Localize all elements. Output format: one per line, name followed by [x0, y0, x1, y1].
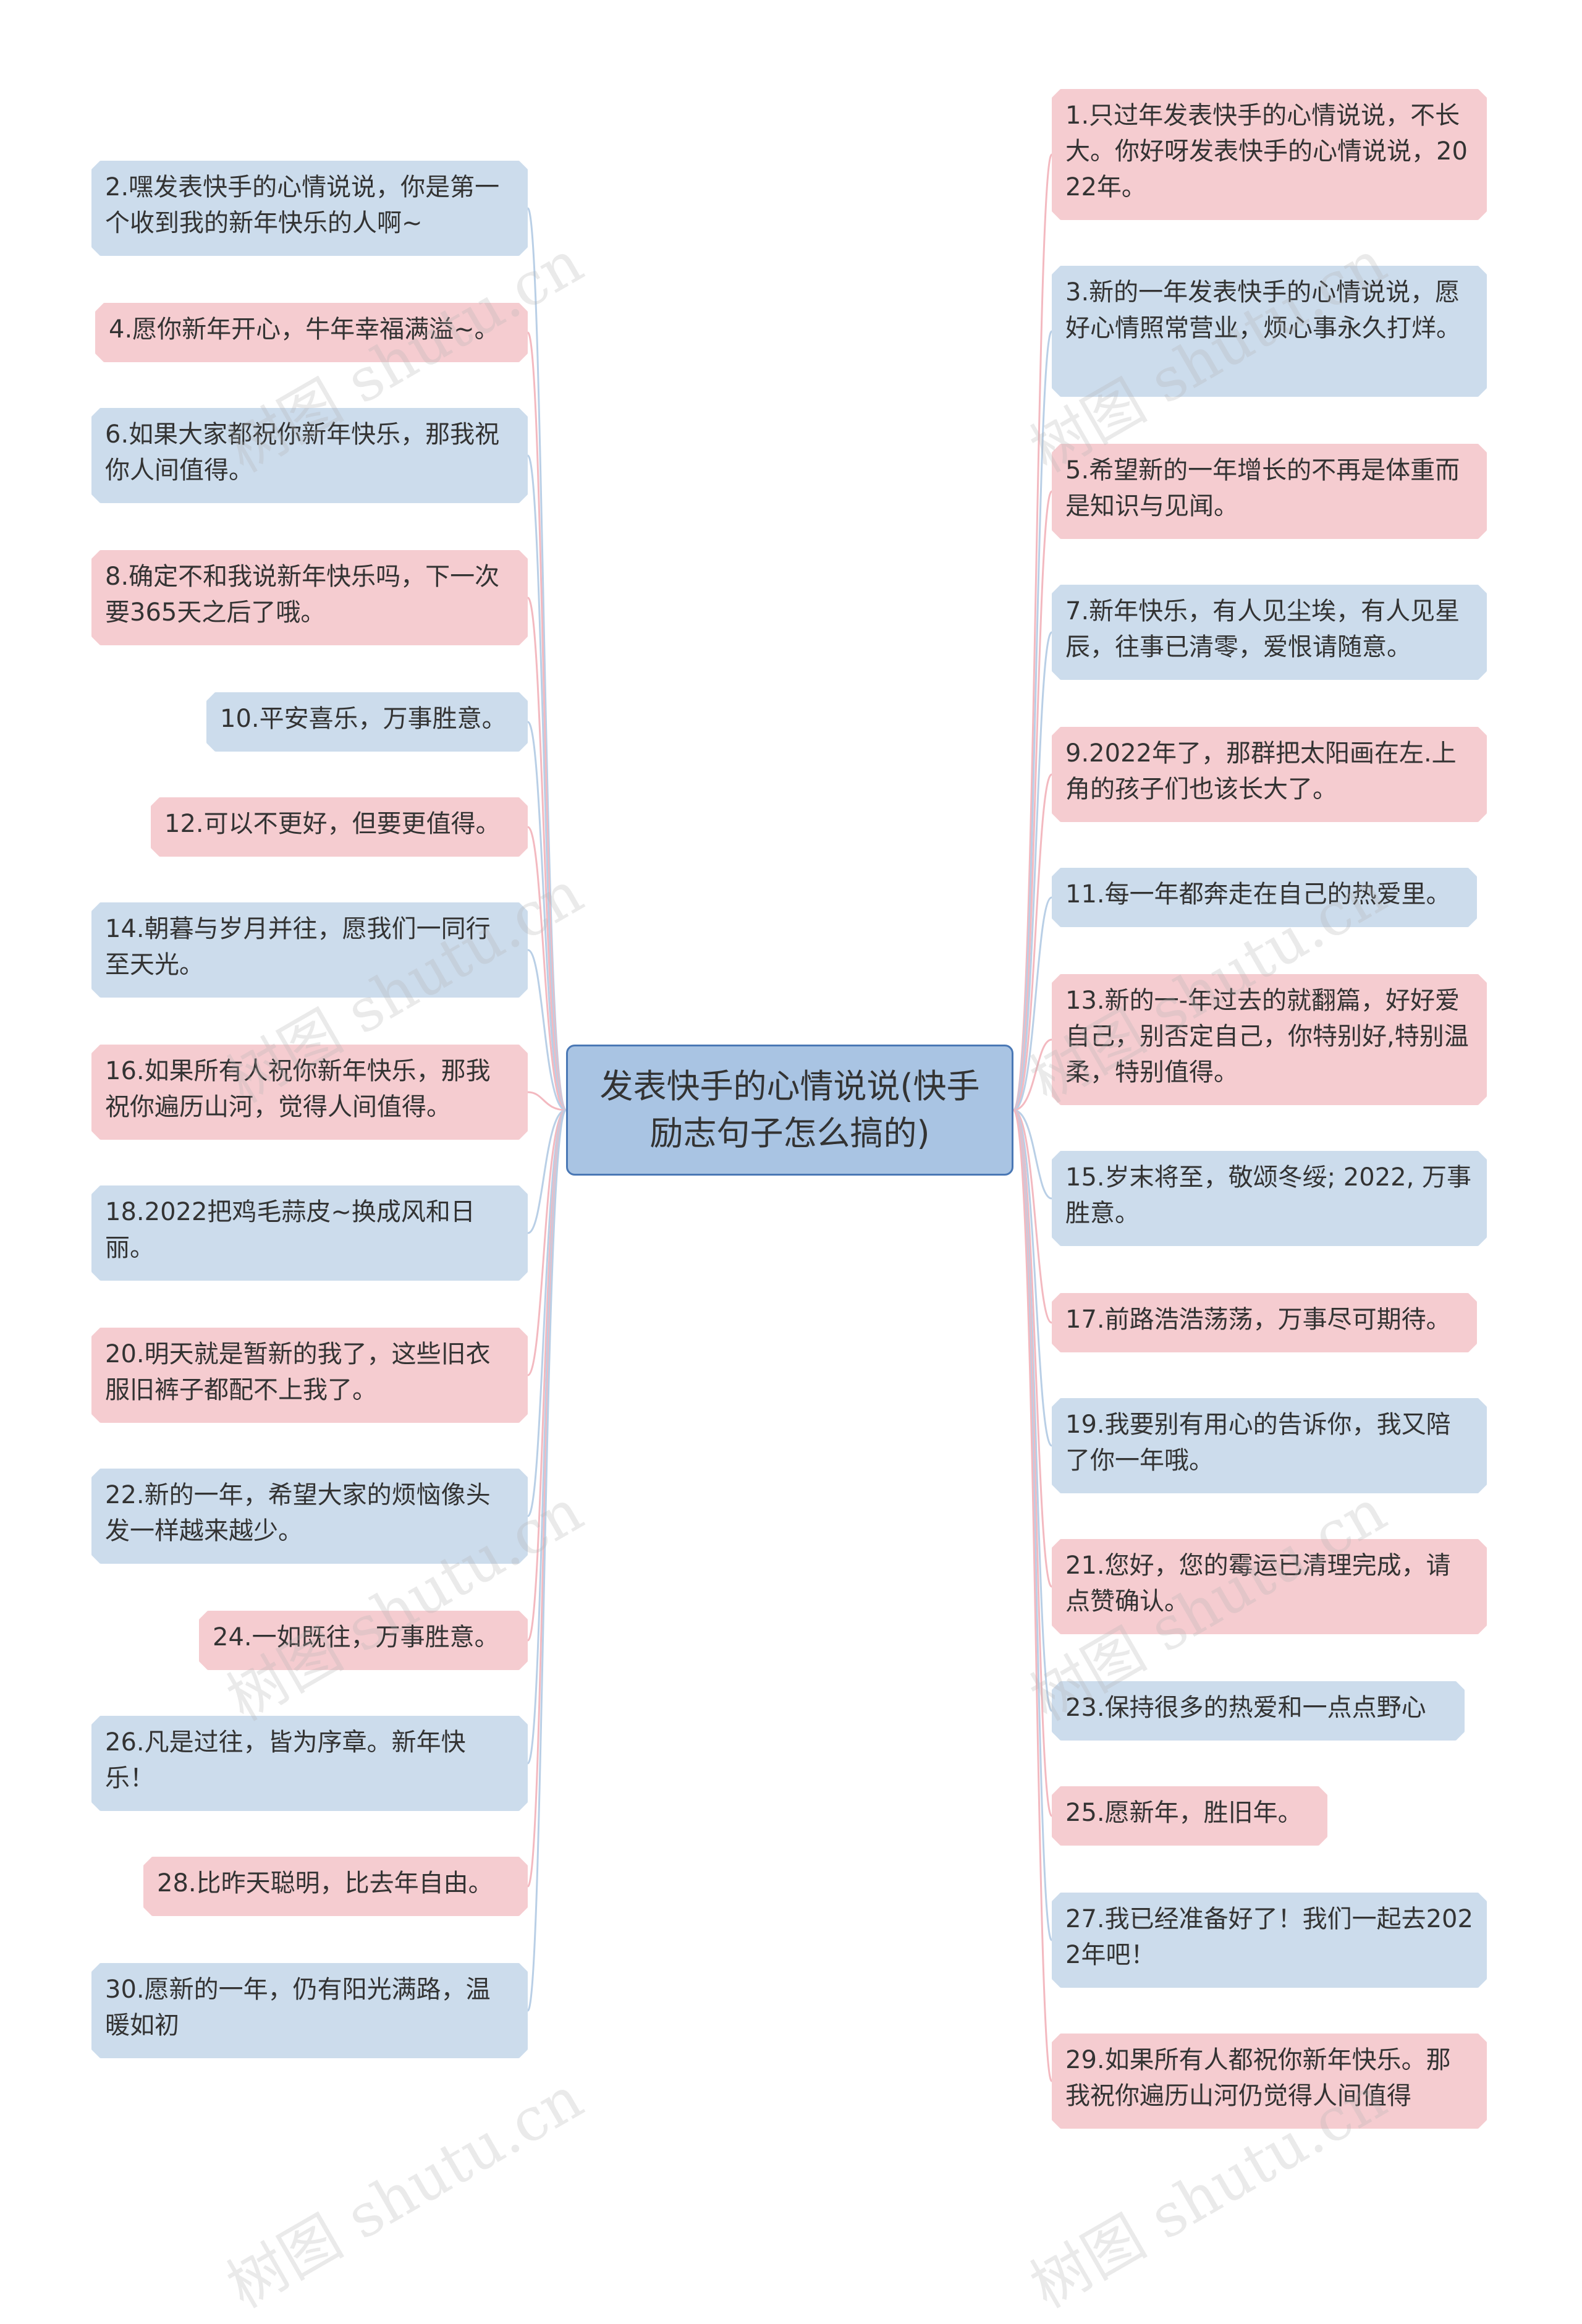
central-topic-label: 发表快手的心情说说(快手励志句子怎么搞的) — [599, 1067, 980, 1153]
left-connector — [527, 1091, 567, 1111]
left-connector — [527, 721, 567, 1111]
left-node-label: 4.愿你新年开心，牛年幸福满溢~。 — [109, 315, 499, 344]
left-node-10[interactable]: 20.明天就是暂新的我了，这些旧衣服旧裤子都配不上我了。 — [91, 1328, 528, 1423]
right-node-8[interactable]: 15.岁末将至，敬颂冬绥; 2022, 万事胜意。 — [1052, 1151, 1487, 1246]
right-node-4[interactable]: 7.新年快乐，有人见尘埃，有人见星辰，往事已清零，爱恨请随意。 — [1052, 585, 1487, 680]
left-node-label: 16.如果所有人祝你新年快乐，那我祝你遍历山河，觉得人间值得。 — [105, 1057, 491, 1121]
right-node-label: 29.如果所有人都祝你新年快乐。那我祝你遍历山河仍觉得人间值得 — [1065, 2046, 1451, 2110]
right-node-2[interactable]: 3.新的一年发表快手的心情说说，愿好心情照常营业，烦心事永久打烊。 — [1052, 266, 1487, 397]
right-connector — [1013, 1109, 1052, 1200]
left-node-15[interactable]: 30.愿新的一年，仍有阳光满路，温暖如初 — [91, 1963, 528, 2058]
right-connector — [1013, 896, 1052, 1111]
right-connector — [1013, 1109, 1052, 1324]
left-node-5[interactable]: 10.平安喜乐，万事胜意。 — [206, 692, 528, 752]
left-node-14[interactable]: 28.比昨天聪明，比去年自由。 — [143, 1857, 528, 1916]
left-node-label: 18.2022把鸡毛蒜皮~换成风和日丽。 — [105, 1198, 475, 1262]
right-node-13[interactable]: 25.愿新年，胜旧年。 — [1052, 1786, 1327, 1846]
right-node-label: 9.2022年了，那群把太阳画在左.上角的孩子们也该长大了。 — [1065, 739, 1457, 804]
left-node-label: 14.朝暮与岁月并往，愿我们一同行至天光。 — [105, 915, 491, 979]
right-node-1[interactable]: 1.只过年发表快手的心情说说，不长大。你好呀发表快手的心情说说，2022年。 — [1052, 89, 1487, 220]
left-node-7[interactable]: 14.朝暮与岁月并往，愿我们一同行至天光。 — [91, 902, 528, 998]
left-node-3[interactable]: 6.如果大家都祝你新年快乐，那我祝你人间值得。 — [91, 408, 528, 503]
right-node-15[interactable]: 29.如果所有人都祝你新年快乐。那我祝你遍历山河仍觉得人间值得 — [1052, 2034, 1487, 2129]
right-node-label: 13.新的一-年过去的就翻篇，好好爱自己，别否定自己，你特别好,特别温柔，特别值… — [1065, 986, 1469, 1087]
left-node-13[interactable]: 26.凡是过往，皆为序章。新年快乐！ — [91, 1716, 528, 1811]
right-node-label: 19.我要别有用心的告诉你，我又陪了你一年哦。 — [1065, 1410, 1451, 1475]
left-node-6[interactable]: 12.可以不更好，但要更值得。 — [151, 797, 528, 857]
central-topic[interactable]: 发表快手的心情说说(快手励志句子怎么搞的) — [566, 1045, 1013, 1176]
left-connector — [527, 826, 567, 1111]
right-node-label: 17.前路浩浩荡荡，万事尽可期待。 — [1065, 1305, 1451, 1334]
left-connector — [527, 1109, 567, 1234]
left-node-label: 20.明天就是暂新的我了，这些旧衣服旧裤子都配不上我了。 — [105, 1340, 491, 1404]
left-connector — [527, 1109, 567, 1376]
right-connector — [1013, 1109, 1053, 1447]
left-node-label: 6.如果大家都祝你新年快乐，那我祝你人间值得。 — [105, 420, 500, 485]
right-node-10[interactable]: 19.我要别有用心的告诉你，我又陪了你一年哦。 — [1052, 1398, 1487, 1493]
right-node-label: 5.希望新的一年增长的不再是体重而是知识与见闻。 — [1065, 456, 1460, 520]
left-node-4[interactable]: 8.确定不和我说新年快乐吗，下一次要365天之后了哦。 — [91, 550, 528, 645]
right-node-9[interactable]: 17.前路浩浩荡荡，万事尽可期待。 — [1052, 1293, 1477, 1352]
left-node-label: 10.平安喜乐，万事胜意。 — [220, 705, 507, 733]
right-node-12[interactable]: 23.保持很多的热爱和一点点野心 — [1052, 1681, 1465, 1741]
left-connector — [527, 454, 567, 1111]
right-node-label: 11.每一年都奔走在自己的热爱里。 — [1065, 880, 1451, 909]
right-node-label: 15.岁末将至，敬颂冬绥; 2022, 万事胜意。 — [1065, 1163, 1472, 1228]
left-node-label: 24.一如既往，万事胜意。 — [213, 1623, 499, 1652]
right-node-label: 21.您好，您的霉运已清理完成，请点赞确认。 — [1065, 1551, 1451, 1616]
right-node-14[interactable]: 27.我已经准备好了！我们一起去2022年吧！ — [1052, 1893, 1487, 1988]
left-connector — [527, 1109, 567, 2012]
left-node-2[interactable]: 4.愿你新年开心，牛年幸福满溢~。 — [95, 303, 528, 362]
right-node-label: 1.只过年发表快手的心情说说，不长大。你好呀发表快手的心情说说，2022年。 — [1065, 101, 1468, 201]
right-node-11[interactable]: 21.您好，您的霉运已清理完成，请点赞确认。 — [1052, 1539, 1487, 1634]
left-node-11[interactable]: 22.新的一年，希望大家的烦恼像头发一样越来越少。 — [91, 1469, 528, 1564]
right-node-3[interactable]: 5.希望新的一年增长的不再是体重而是知识与见闻。 — [1052, 444, 1487, 539]
left-node-9[interactable]: 18.2022把鸡毛蒜皮~换成风和日丽。 — [91, 1185, 528, 1281]
right-node-label: 7.新年快乐，有人见尘埃，有人见星辰，往事已清零，爱恨请随意。 — [1065, 597, 1460, 661]
right-connector — [1012, 1109, 1053, 2082]
left-node-label: 30.愿新的一年，仍有阳光满路，温暖如初 — [105, 1975, 491, 2040]
left-node-12[interactable]: 24.一如既往，万事胜意。 — [199, 1611, 528, 1670]
right-connector — [1012, 330, 1053, 1111]
left-connector — [527, 949, 567, 1111]
connector-lines — [527, 153, 1053, 2082]
right-node-7[interactable]: 13.新的一-年过去的就翻篇，好好爱自己，别否定自己，你特别好,特别温柔，特别值… — [1052, 974, 1487, 1105]
left-node-label: 12.可以不更好，但要更值得。 — [164, 810, 501, 838]
right-node-label: 27.我已经准备好了！我们一起去2022年吧！ — [1065, 1905, 1473, 1969]
left-node-label: 26.凡是过往，皆为序章。新年快乐！ — [105, 1728, 466, 1792]
right-connector — [1012, 490, 1053, 1111]
left-node-label: 22.新的一年，希望大家的烦恼像头发一样越来越少。 — [105, 1481, 491, 1545]
right-connector — [1013, 631, 1053, 1111]
right-node-5[interactable]: 9.2022年了，那群把太阳画在左.上角的孩子们也该长大了。 — [1052, 727, 1487, 822]
right-node-label: 3.新的一年发表快手的心情说说，愿好心情照常营业，烦心事永久打烊。 — [1065, 278, 1461, 342]
right-node-6[interactable]: 11.每一年都奔走在自己的热爱里。 — [1052, 868, 1477, 927]
right-node-label: 23.保持很多的热爱和一点点野心 — [1065, 1694, 1426, 1722]
right-node-label: 25.愿新年，胜旧年。 — [1065, 1799, 1303, 1827]
right-connector — [1013, 1038, 1052, 1111]
left-node-8[interactable]: 16.如果所有人祝你新年快乐，那我祝你遍历山河，觉得人间值得。 — [91, 1045, 528, 1140]
left-node-label: 28.比昨天聪明，比去年自由。 — [157, 1869, 493, 1898]
left-node-1[interactable]: 2.嘿发表快手的心情说说，你是第一个收到我的新年快乐的人啊~ — [91, 161, 528, 256]
left-node-label: 8.确定不和我说新年快乐吗，下一次要365天之后了哦。 — [105, 562, 500, 627]
left-connector — [527, 596, 567, 1111]
right-connector — [1013, 773, 1053, 1111]
left-node-label: 2.嘿发表快手的心情说说，你是第一个收到我的新年快乐的人啊~ — [105, 173, 500, 237]
